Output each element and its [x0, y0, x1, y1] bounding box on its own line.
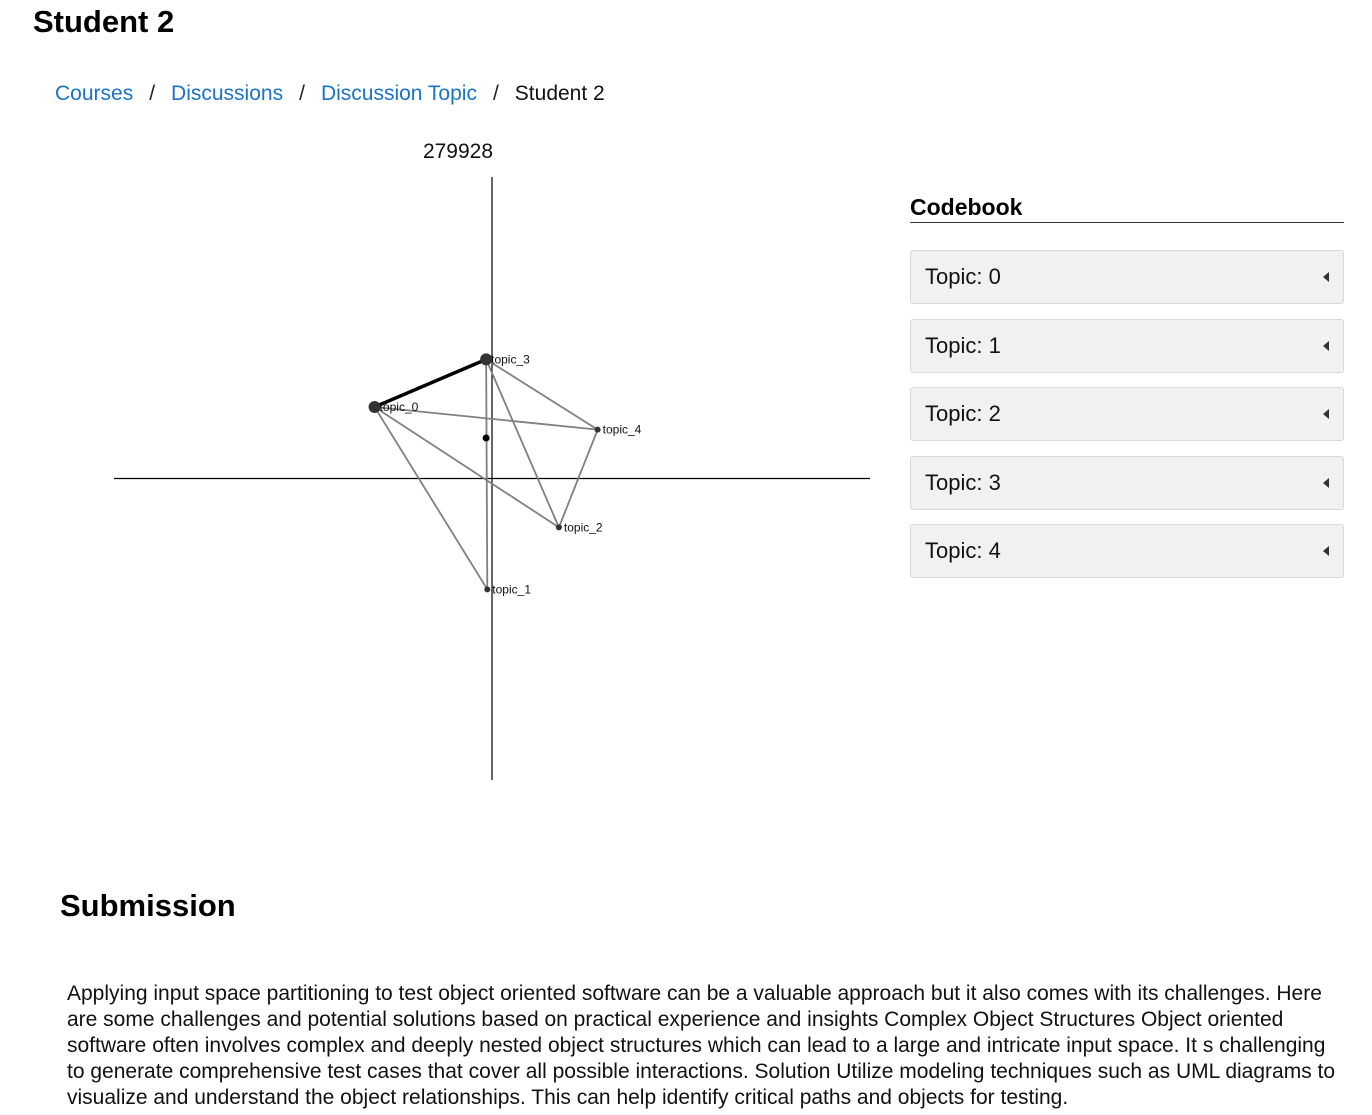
node-label-topic_4: topic_4 [603, 423, 642, 437]
edge-topic_0-topic_2 [374, 406, 560, 529]
breadcrumb-link-discussion-topic[interactable]: Discussion Topic [320, 82, 477, 105]
submission-text: Applying input space partitioning to tes… [67, 982, 1336, 1109]
caret-left-icon [1323, 340, 1329, 351]
centroid-point [482, 434, 490, 442]
chart-title: 279928 [423, 140, 493, 163]
node-topic_0 [368, 400, 381, 413]
codebook-topic-4[interactable]: Topic: 4 [910, 524, 1344, 578]
codebook-topic-2[interactable]: Topic: 2 [910, 387, 1344, 441]
edge-topic_0-topic_3 [373, 357, 487, 409]
caret-left-icon [1323, 477, 1329, 488]
topic-graph-svg: 279928 topic_0 topic_1 topic_2 topic_3topic… [114, 140, 870, 780]
node-topic_2 [555, 524, 562, 531]
node-label-topic_0: topic_0 [380, 400, 419, 414]
node-topic_1 [484, 586, 491, 593]
topic-label: Topic: 3 [925, 469, 1001, 495]
breadcrumb-separator: / [299, 82, 305, 105]
edge-topic_3-topic_4 [485, 358, 599, 431]
breadcrumb-separator: / [492, 82, 499, 105]
node-topic_3 [480, 353, 493, 366]
page-title: Student 2 [33, 4, 175, 39]
submission-title: Submission [60, 888, 236, 923]
edge-topic_3-topic_2 [485, 358, 560, 528]
topic-label: Topic: 4 [925, 538, 1001, 563]
node-topic_4 [594, 426, 601, 433]
codebook-topic-list: Topic: 0 Topic: 1 Topic: 2 Topic: 3 Topi… [910, 250, 1344, 578]
breadcrumb-separator: / [149, 82, 156, 105]
codebook-panel: Codebook Topic: 0 Topic: 1 Topic: 2 Topi… [910, 192, 1344, 593]
edge-topic_0-topic_1 [373, 406, 489, 590]
breadcrumb-link-discussions[interactable]: Discussions [171, 82, 284, 105]
node-label-topic_2: topic_2 [564, 520, 603, 534]
codebook-title: Codebook [910, 192, 1344, 223]
codebook-topic-0[interactable]: Topic: 0 [910, 250, 1344, 304]
node-label-topic_1: topic_1 [492, 582, 531, 596]
breadcrumb-link-courses[interactable]: Courses [55, 82, 134, 105]
topic-label: Topic: 2 [925, 401, 1001, 426]
codebook-topic-3[interactable]: Topic: 3 [910, 455, 1344, 510]
edge-topic_3-topic_1 [485, 359, 489, 590]
breadcrumb: Courses / Discussions / Discussion Topic / Stu… [55, 80, 605, 108]
caret-left-icon [1323, 546, 1329, 556]
topic-label: Topic: 1 [925, 332, 1001, 358]
caret-left-icon [1323, 272, 1329, 282]
topic-label: Topic: 0 [925, 264, 1001, 289]
caret-left-icon [1323, 409, 1329, 419]
codebook-topic-1[interactable]: Topic: 1 [910, 318, 1344, 373]
edge-topic_4-topic_2 [558, 429, 599, 528]
breadcrumb-current: Student 2 [514, 82, 605, 105]
node-label-topic_3: topic_3 [491, 352, 530, 366]
